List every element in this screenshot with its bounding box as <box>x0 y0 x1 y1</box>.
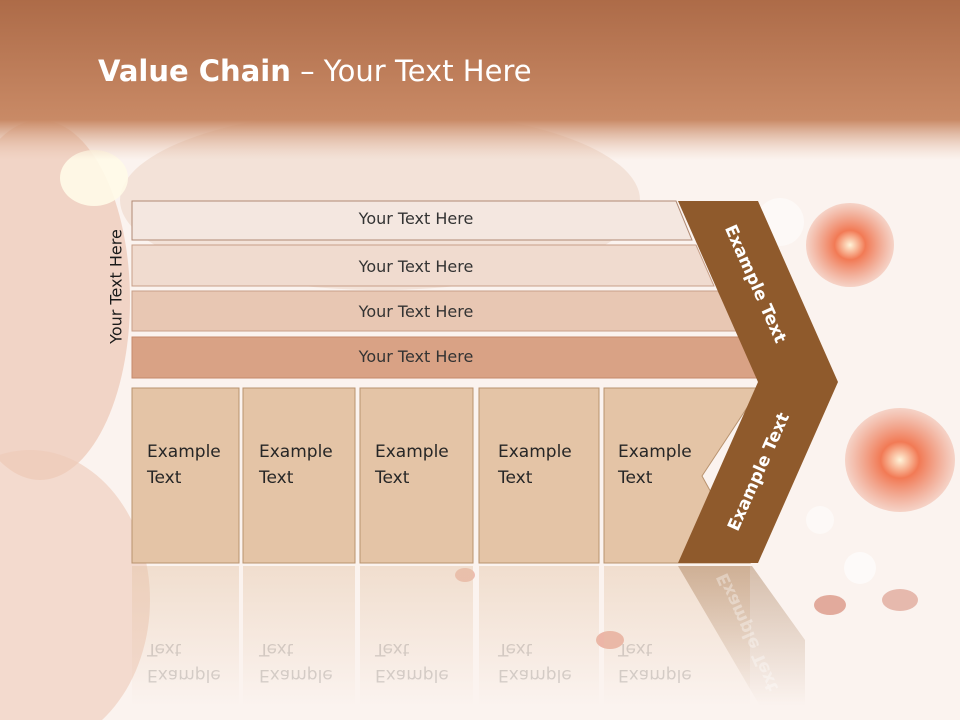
column-5-line2: Text <box>618 468 653 488</box>
column-2-line1: Example <box>259 442 333 462</box>
title-bold: Value Chain <box>98 54 291 88</box>
column-4-shape <box>478 387 600 564</box>
side-label: Your Text Here <box>106 229 126 344</box>
column-1-line2: Text <box>147 468 182 488</box>
bar-2-label: Your Text Here <box>358 257 474 276</box>
column-3-line1: Example <box>375 442 449 462</box>
bar-3-label: Your Text Here <box>358 302 474 321</box>
column-3-shape <box>359 387 474 564</box>
column-3-line2: Text <box>375 468 410 488</box>
column-1-line1: Example <box>147 442 221 462</box>
column-4-line2: Text <box>498 468 533 488</box>
bar-1-label: Your Text Here <box>358 209 474 228</box>
column-5-line1: Example <box>618 442 692 462</box>
column-4-line1: Example <box>498 442 572 462</box>
bar-2-shape <box>131 244 715 287</box>
bar-1-shape <box>131 200 693 241</box>
bar-4-label: Your Text Here <box>358 347 474 366</box>
page-title: Value Chain – Your Text Here <box>98 54 532 88</box>
column-2-shape <box>242 387 356 564</box>
title-rest: – Your Text Here <box>290 54 532 88</box>
column-2-line2: Text <box>259 468 294 488</box>
chevron-shape <box>678 201 838 563</box>
column-1-shape <box>131 387 240 564</box>
